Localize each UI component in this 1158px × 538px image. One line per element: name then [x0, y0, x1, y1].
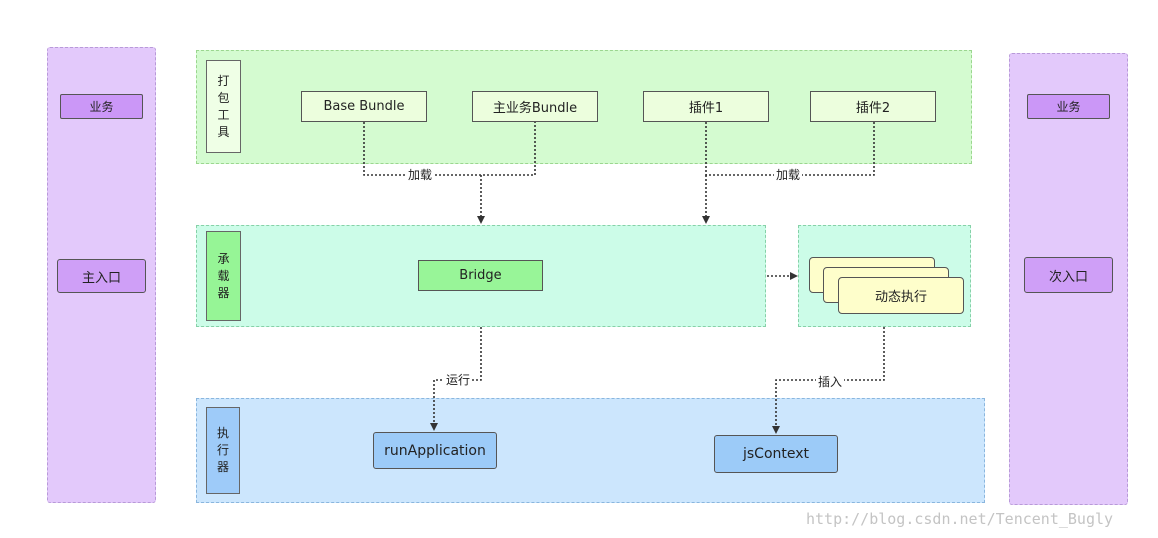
executor-layer	[196, 398, 985, 503]
edge-base-bundle-down	[363, 122, 536, 176]
base-bundle-box: Base Bundle	[301, 91, 427, 122]
bridge-layer-label-text: 承载器	[217, 251, 230, 300]
js-context-box: jsContext	[714, 435, 838, 473]
plugin-1-box: 插件1	[643, 91, 769, 122]
left-business-tag: 业务	[60, 94, 143, 119]
packaging-layer-label-text: 打包工具	[217, 73, 230, 139]
right-business-tag: 业务	[1027, 94, 1110, 119]
secondary-entry-box: 次入口	[1024, 257, 1113, 293]
bridge-box: Bridge	[418, 260, 543, 291]
watermark-text: http://blog.csdn.net/Tencent_Bugly	[806, 510, 1114, 528]
plugin-2-box: 插件2	[810, 91, 936, 122]
main-entry-box: 主入口	[57, 259, 146, 293]
executor-layer-label-text: 执行器	[216, 426, 229, 474]
dynamic-exec-card: 动态执行	[838, 277, 964, 314]
run-application-box: runApplication	[373, 432, 497, 469]
main-business-bundle-box: 主业务Bundle	[472, 91, 598, 122]
bridge-layer-label: 承载器	[206, 231, 241, 321]
edge-label-insert: 插入	[816, 375, 845, 389]
edge-label-run: 运行	[444, 373, 473, 387]
packaging-layer-label: 打包工具	[206, 60, 241, 153]
executor-layer-label: 执行器	[206, 407, 240, 494]
edge-label-load-right: 加载	[774, 168, 803, 182]
edge-label-load-left: 加载	[406, 168, 435, 182]
